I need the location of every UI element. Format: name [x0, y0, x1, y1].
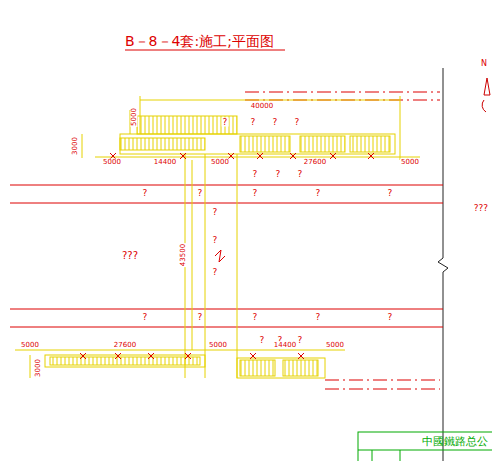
note-mark: ?: [197, 313, 204, 322]
note-mark: ?: [142, 313, 149, 322]
dimension-label: 43500: [180, 243, 187, 267]
dimension-label: 3000: [35, 358, 42, 378]
note-mark: ?: [275, 170, 282, 179]
dimension-label: 5000: [210, 159, 230, 166]
dimension-label: 5000: [131, 107, 138, 127]
note-mark: ?: [212, 208, 219, 217]
note-mark: ?: [252, 313, 259, 322]
dimension-label: 14400: [153, 159, 177, 166]
note-mark: ?: [272, 118, 279, 127]
note-mark: ?: [212, 268, 219, 277]
note-mark: ?: [252, 170, 259, 179]
dimension-label: 中國鐵路总公: [421, 436, 489, 447]
dimension-label: 27600: [303, 159, 327, 166]
drawing-title: B－8－4套:施工;平面图: [125, 34, 274, 48]
dimension-label: 27600: [113, 342, 137, 349]
dimension-label: 40000: [250, 103, 274, 110]
note-mark: ?: [297, 336, 304, 345]
note-mark: ?: [142, 189, 149, 198]
note-mark: ?: [315, 313, 322, 322]
note-mark: ?: [297, 170, 304, 179]
dimension-label: 5000: [20, 342, 40, 349]
note-mark: ???: [473, 204, 489, 213]
note-mark: ?: [212, 236, 219, 245]
note-mark: ?: [250, 118, 257, 127]
note-mark: ?: [252, 189, 259, 198]
dimension-label: 5000: [102, 159, 122, 166]
note-mark: ???: [121, 251, 139, 261]
note-mark: ?: [387, 313, 394, 322]
dimension-label: 14400: [273, 342, 297, 349]
note-mark: ?: [222, 118, 229, 127]
note-mark: ?: [197, 189, 204, 198]
dimension-label: 5000: [325, 342, 345, 349]
note-mark: ?: [294, 118, 301, 127]
dimension-label: 3000: [72, 136, 79, 156]
dimension-label: N: [480, 60, 488, 68]
note-mark: ?: [387, 189, 394, 198]
note-mark: ?: [259, 336, 266, 345]
dimension-label: 5000: [400, 159, 420, 166]
dimension-label: 5000: [208, 342, 228, 349]
note-mark: ?: [315, 189, 322, 198]
